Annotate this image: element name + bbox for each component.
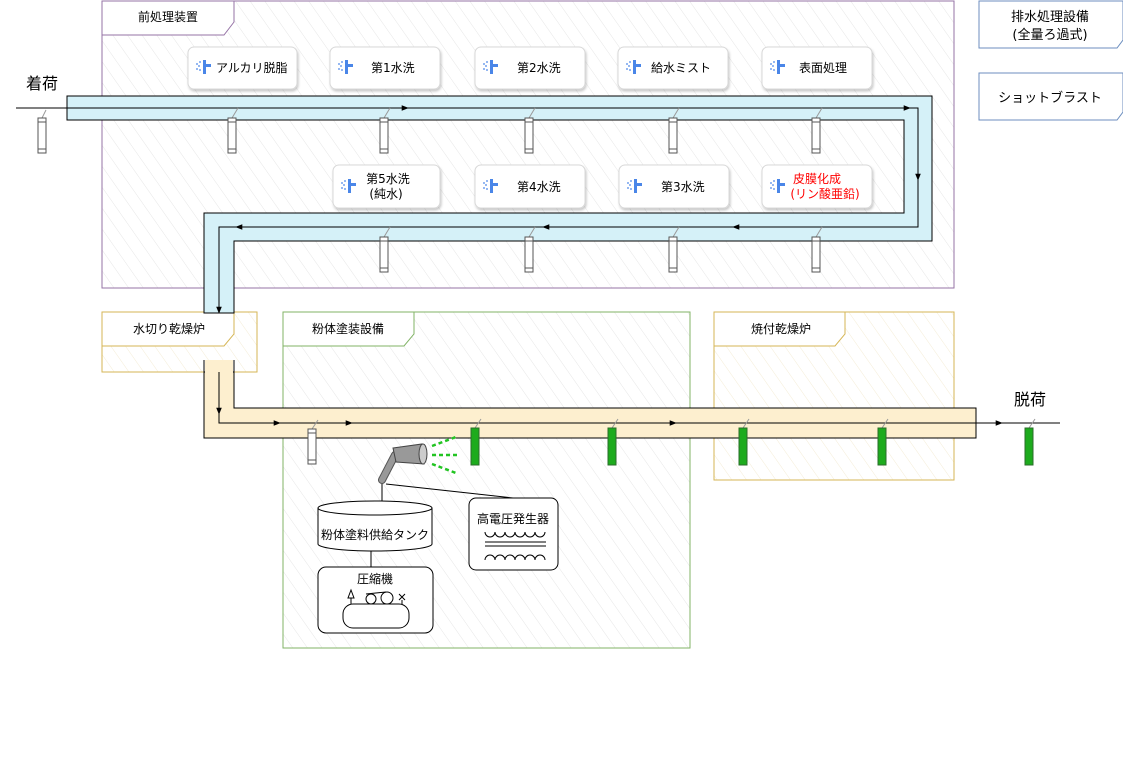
outgoing-label: 脱荷 bbox=[1014, 390, 1046, 409]
hanger bbox=[811, 107, 823, 154]
incoming-label: 着荷 bbox=[26, 74, 58, 93]
wastewater-label-1: 排水処理設備 bbox=[1011, 9, 1089, 25]
hanger-coated bbox=[1024, 418, 1036, 466]
hangers-coating-line bbox=[307, 418, 1036, 466]
station-rinse-1[interactable]: 第1水洗 bbox=[329, 46, 441, 90]
hanger bbox=[811, 226, 823, 273]
hanger bbox=[37, 109, 47, 154]
station-label: 第2水洗 bbox=[517, 61, 561, 75]
hanger-uncoated bbox=[307, 419, 319, 465]
hanger bbox=[668, 107, 680, 154]
station-rinse-3[interactable]: 第3水洗 bbox=[618, 164, 730, 209]
conveyor-coating bbox=[203, 360, 1060, 439]
powder-coating-title: 粉体塗装設備 bbox=[312, 321, 384, 336]
station-phosphate-coating[interactable]: 皮膜化成 (リン酸亜鉛) bbox=[761, 164, 873, 209]
station-label: 第4水洗 bbox=[517, 180, 561, 194]
station-rinse-2[interactable]: 第2水洗 bbox=[474, 46, 586, 90]
shot-blast-box: ショットブラスト bbox=[978, 72, 1123, 121]
hanger-coated bbox=[607, 418, 619, 466]
station-surface-treatment[interactable]: 表面処理 bbox=[761, 46, 873, 90]
wastewater-label-2: (全量ろ過式) bbox=[1012, 27, 1087, 43]
hanger bbox=[668, 226, 680, 273]
hanger-coated bbox=[738, 418, 750, 466]
hangers-pretreatment-upper bbox=[37, 107, 823, 154]
hangers-pretreatment-lower bbox=[379, 226, 823, 273]
hanger bbox=[227, 107, 239, 154]
compressor: 圧縮機 bbox=[317, 566, 434, 634]
station-label: 第3水洗 bbox=[661, 180, 705, 194]
station-alkaline-degreasing[interactable]: アルカリ脱脂 bbox=[187, 46, 298, 90]
station-label: 皮膜化成 bbox=[793, 172, 841, 186]
baking-dryer-section: 焼付乾燥炉 bbox=[713, 311, 955, 481]
hanger bbox=[379, 226, 391, 273]
compressor-label: 圧縮機 bbox=[357, 571, 393, 586]
pretreatment-title: 前処理装置 bbox=[138, 9, 198, 24]
compressor-icon bbox=[342, 588, 410, 629]
station-label: 第1水洗 bbox=[371, 61, 415, 75]
tank-label: 粉体塗料供給タンク bbox=[321, 527, 429, 542]
station-sublabel: (純水) bbox=[369, 187, 402, 201]
station-rinse-5[interactable]: 第5水洗 (純水) bbox=[332, 164, 441, 209]
hanger-coated bbox=[877, 418, 889, 466]
station-water-mist[interactable]: 給水ミスト bbox=[617, 46, 729, 90]
wastewater-treatment-box: 排水処理設備 (全量ろ過式) bbox=[978, 0, 1123, 49]
station-sublabel: (リン酸亜鉛) bbox=[790, 186, 859, 201]
shot-blast-label: ショットブラスト bbox=[998, 90, 1102, 106]
hanger bbox=[379, 107, 391, 154]
hanger-coated bbox=[470, 418, 482, 466]
dewater-dryer-section: 水切り乾燥炉 bbox=[101, 311, 258, 373]
hanger bbox=[524, 226, 536, 273]
transformer-icon bbox=[484, 531, 546, 561]
powder-supply-tank: 粉体塗料供給タンク bbox=[317, 500, 433, 552]
spray-gun-icon bbox=[378, 435, 458, 484]
station-row-upper: アルカリ脱脂 第1水洗 第2水洗 給水ミスト 表面処理 bbox=[187, 46, 873, 90]
station-label: 表面処理 bbox=[799, 61, 847, 75]
high-voltage-generator: 高電圧発生器 bbox=[468, 497, 559, 571]
station-row-lower: 第5水洗 (純水) 第4水洗 第3水洗 皮膜化成 (リン酸亜鉛) bbox=[332, 164, 873, 209]
spray-pattern bbox=[431, 435, 458, 475]
hv-generator-label: 高電圧発生器 bbox=[477, 511, 549, 526]
station-label: アルカリ脱脂 bbox=[216, 60, 288, 75]
station-label: 給水ミスト bbox=[651, 61, 711, 75]
baking-dryer-title: 焼付乾燥炉 bbox=[751, 322, 811, 336]
hanger bbox=[524, 107, 536, 154]
station-label: 第5水洗 bbox=[366, 172, 410, 186]
station-rinse-4[interactable]: 第4水洗 bbox=[474, 164, 586, 209]
dewater-dryer-title: 水切り乾燥炉 bbox=[133, 322, 205, 336]
conveyor-pretreatment bbox=[16, 95, 933, 314]
